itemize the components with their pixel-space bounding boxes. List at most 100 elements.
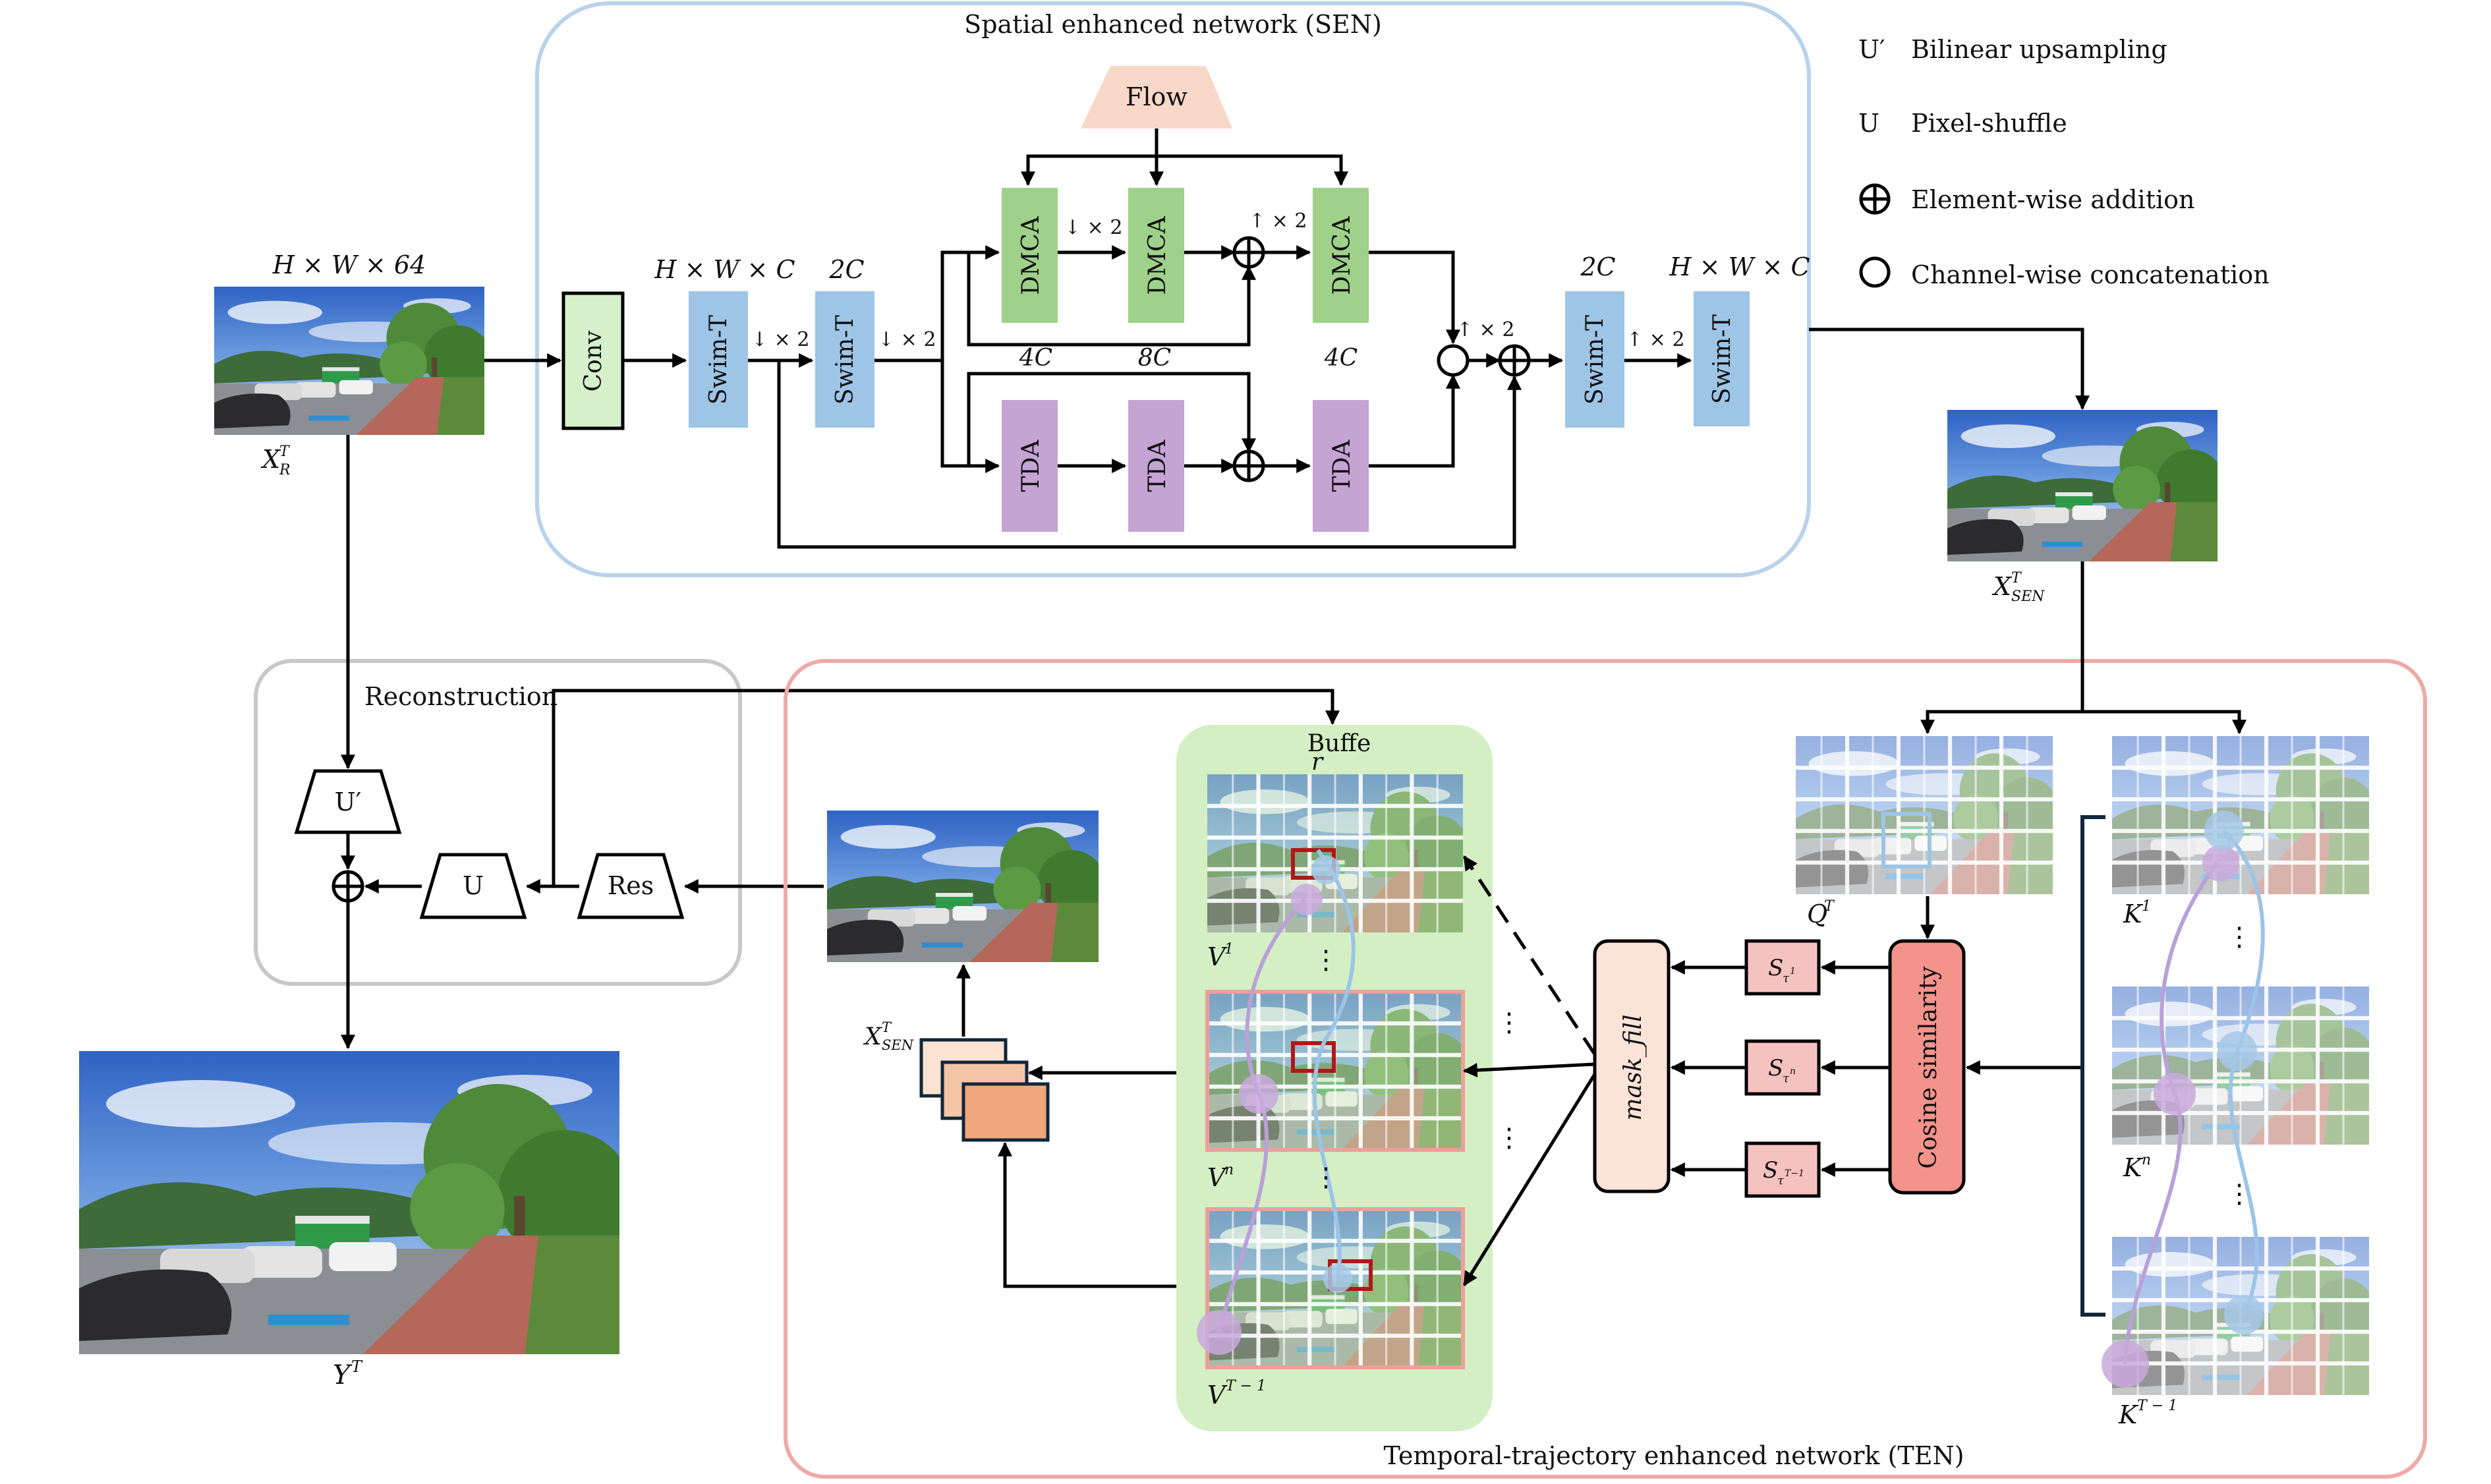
dim-2c-left: 2C [828, 255, 864, 284]
svg-text:R: R [279, 462, 291, 478]
svg-text:T − 1: T − 1 [1226, 1378, 1266, 1394]
dmca-block-2 [1128, 188, 1184, 323]
svg-text:T−1: T−1 [1785, 1168, 1804, 1179]
flow-block [1081, 66, 1232, 128]
svg-text:T: T [279, 443, 291, 460]
vdots-side-2: ⋮ [1496, 1123, 1522, 1153]
key-bracket [2080, 815, 2105, 1317]
swin-block-1 [689, 291, 748, 428]
svg-text:τ: τ [1777, 1174, 1785, 1187]
sen-title: Spatial enhanced network (SEN) [964, 10, 1382, 39]
label-kn: K n [2123, 1152, 2151, 1182]
conv-label: Conv [580, 330, 607, 391]
swin-label-4: Swim-T [1709, 314, 1736, 404]
frame-v1 [1207, 774, 1463, 932]
tda-label-3: TDA [1329, 440, 1356, 492]
dim-4c-b: 4C [1324, 345, 1358, 372]
output-image-yt [79, 1051, 619, 1354]
legend-circle-icon [1859, 256, 1891, 288]
input-image-xr [214, 287, 484, 435]
swin-label-1: Swim-T [705, 315, 732, 405]
up-label-1: ↑ × 2 [1249, 210, 1307, 233]
legend-plus-icon [1859, 183, 1891, 215]
recon-connectors [341, 435, 1340, 1050]
similarity-block-n: S τ n [1744, 1039, 1821, 1096]
legend: U′ Bilinear upsampling U Pixel-shuffle E… [1858, 35, 2270, 289]
vn-highlight [1291, 1041, 1336, 1073]
vdots-side-1: ⋮ [1496, 1008, 1522, 1038]
similarity-block-1: S τ 1 [1744, 939, 1821, 996]
up-label-2: ↑ × 2 [1456, 318, 1514, 341]
plus-glyphs [1234, 238, 1529, 480]
svg-text:1: 1 [1224, 941, 1234, 957]
svg-text:V: V [1207, 1163, 1228, 1192]
swin-block-2 [815, 291, 874, 428]
svg-text:n: n [2142, 1152, 2151, 1168]
dim-8c: 8C [1138, 345, 1171, 372]
up-label-3: ↑ × 2 [1626, 328, 1684, 351]
dim-swin1: H × W × C [654, 255, 795, 284]
swin-label-3: Swim-T [1582, 315, 1609, 405]
label-vt1: V T − 1 [1207, 1378, 1266, 1410]
svg-text:T − 1: T − 1 [2137, 1398, 2177, 1414]
down-label-3: ↓ × 2 [1064, 216, 1122, 239]
tda-label-2: TDA [1144, 440, 1171, 492]
similarity-block-t1: S τ T−1 [1744, 1141, 1821, 1198]
svg-text:Q: Q [1807, 899, 1827, 928]
label-kt1: K T − 1 [2118, 1398, 2177, 1429]
buffer-trajectory-dots [1197, 855, 1352, 1355]
label-xsen-top: X T SEN [1991, 570, 2045, 605]
tda-block-2 [1128, 400, 1184, 532]
dmca-block-3 [1313, 188, 1369, 323]
down-label-1: ↓ × 2 [751, 328, 809, 351]
sen-border [535, 1, 1811, 577]
label-xr: X T R [260, 443, 291, 478]
dmca-label-1: DMCA [1017, 215, 1045, 295]
svg-text:X: X [1991, 572, 2013, 601]
ten-title: Temporal-trajectory enhanced network (TE… [1383, 1441, 1964, 1470]
xsen-image-ten [827, 811, 1099, 962]
svg-text:Y: Y [333, 1360, 353, 1390]
sen-connectors [484, 128, 2090, 549]
swin-label-2: Swim-T [832, 315, 859, 405]
dim-output: H × W × C [1669, 252, 1810, 281]
svg-text:SEN: SEN [2011, 588, 2045, 605]
tda-block-1 [1002, 400, 1058, 532]
u-prime-label: U′ [335, 787, 362, 816]
label-vn: V n [1207, 1162, 1234, 1192]
dmca-label-3: DMCA [1329, 215, 1356, 295]
label-k1: K 1 [2123, 898, 2151, 928]
dim-2c-right: 2C [1580, 252, 1615, 281]
concat-op [1437, 344, 1470, 377]
recon-title: Reconstruction [364, 682, 558, 711]
svg-text:T: T [882, 1019, 892, 1035]
svg-text:τ: τ [1783, 1071, 1790, 1085]
svg-text:V: V [1207, 1381, 1228, 1410]
legend-symbol-1: U′ [1858, 35, 1885, 64]
buffer-label-1: Buffe [1307, 730, 1371, 757]
legend-symbol-2: U [1858, 109, 1879, 138]
legend-text-4: Channel-wise concatenation [1911, 260, 2270, 289]
key-trajectory-dots [2102, 811, 2264, 1388]
res-block [577, 853, 685, 919]
ten-border [784, 659, 2427, 1479]
cosine-label: Cosine similarity [1915, 966, 1942, 1169]
vdots-key-2: ⋮ [2226, 1179, 2252, 1209]
dim-4c-a: 4C [1019, 345, 1052, 372]
recon-add-op [331, 870, 364, 903]
swin-block-4 [1694, 291, 1750, 426]
svg-text:1: 1 [1790, 966, 1796, 977]
tda-label-1: TDA [1017, 440, 1045, 492]
down-label-2: ↓ × 2 [878, 328, 936, 351]
cosine-connectors [1670, 561, 2247, 1177]
svg-text:S: S [1768, 955, 1783, 981]
svg-text:n: n [1224, 1162, 1234, 1178]
xsen-image-top [1947, 410, 2218, 561]
swin-block-3 [1565, 291, 1624, 428]
svg-text:SEN: SEN [882, 1037, 914, 1053]
dim-input: H × W × 64 [272, 250, 426, 279]
legend-text-3: Element-wise addition [1911, 185, 2194, 214]
svg-text:T: T [351, 1357, 363, 1376]
legend-text-2: Pixel-shuffle [1911, 109, 2067, 138]
